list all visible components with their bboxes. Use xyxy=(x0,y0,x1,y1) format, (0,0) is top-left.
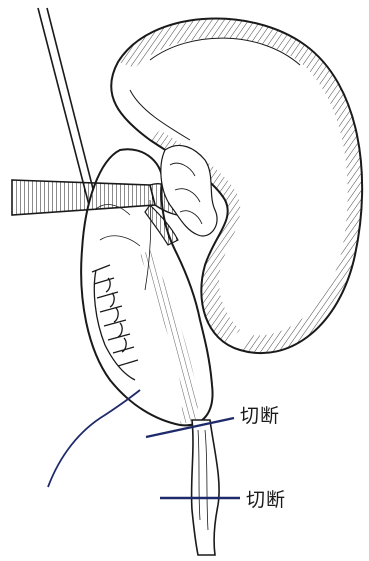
ureter xyxy=(192,420,220,555)
suture-thread xyxy=(48,390,140,487)
cut-label-upper: 切断 xyxy=(240,401,280,428)
cut-label-lower: 切断 xyxy=(246,485,286,512)
